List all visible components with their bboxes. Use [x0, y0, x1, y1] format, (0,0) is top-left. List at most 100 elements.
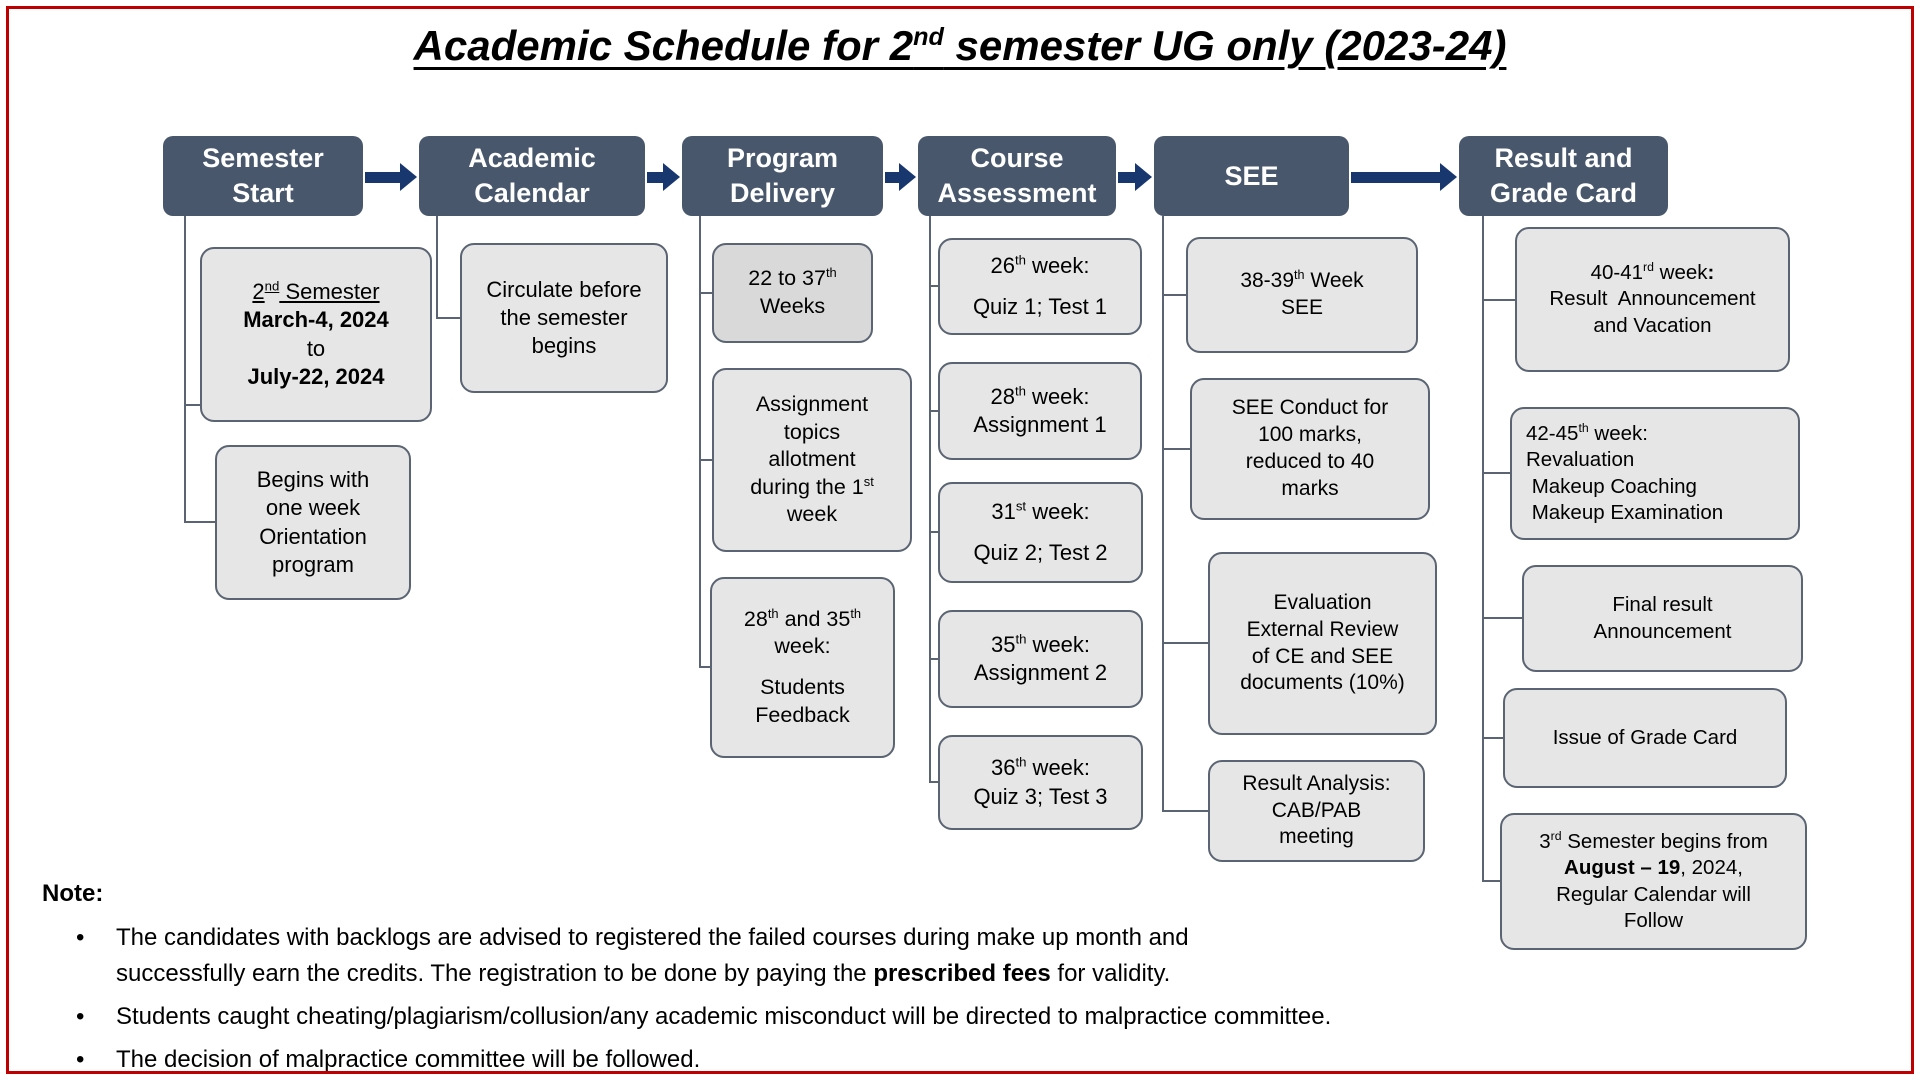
text-segment: nd	[913, 23, 944, 51]
text-line: one week	[266, 494, 360, 522]
connector-stub	[436, 317, 461, 319]
connector-stub	[699, 666, 711, 668]
connector-stub	[1162, 448, 1191, 450]
text-line: Evaluation	[1273, 590, 1371, 617]
text-line: CAB/PAB	[1272, 798, 1361, 825]
flow-arrow	[1118, 163, 1152, 191]
connector-vertical	[436, 216, 438, 319]
text-segment: Semester begins from	[1561, 830, 1768, 854]
text-segment: prescribed fees	[873, 960, 1051, 987]
connector-vertical	[699, 216, 701, 668]
flow-header-label: Course	[970, 143, 1064, 174]
text-line: Issue of Grade Card	[1553, 725, 1738, 751]
text-line: 38-39th Week	[1240, 268, 1363, 295]
text-line: External Review	[1247, 617, 1399, 644]
text-segment: begins	[531, 333, 597, 359]
text-segment: 31	[991, 498, 1016, 524]
text-segment: week	[1653, 261, 1708, 285]
bullet-marker: •	[76, 1046, 85, 1073]
text-line: Quiz 1; Test 1	[973, 293, 1107, 321]
text-line: Announcement	[1594, 619, 1732, 645]
text-segment: Quiz 3; Test 3	[973, 783, 1108, 809]
text-segment: th	[1578, 421, 1589, 436]
connector-stub	[184, 404, 201, 406]
text-segment: :	[1707, 261, 1715, 285]
text-segment: of CE and SEE	[1251, 644, 1394, 668]
connector-stub	[1482, 737, 1504, 739]
arrow-head-icon	[663, 163, 680, 191]
arrow-bar	[1351, 171, 1440, 183]
connector-stub	[1482, 617, 1523, 619]
text-segment: Revaluation	[1526, 448, 1635, 472]
connector-vertical	[184, 216, 186, 523]
text-segment: Week	[1304, 269, 1364, 293]
flow-header-label: Start	[232, 178, 294, 208]
text-line: during the 1st	[750, 474, 874, 502]
text-line: Begins with	[257, 466, 370, 494]
text-segment: March-4, 2024	[243, 307, 389, 333]
text-segment: 3	[1539, 830, 1551, 854]
text-segment: topics	[783, 419, 841, 444]
text-segment: Academic Schedule for 2	[413, 22, 914, 69]
note-label: Note:	[42, 880, 104, 907]
text-segment: Weeks	[759, 294, 826, 318]
flow-header-label: Program	[726, 143, 839, 174]
connector-stub	[1482, 880, 1501, 882]
text-segment: th	[1014, 252, 1026, 268]
text-segment: 40-41	[1590, 261, 1644, 285]
text-segment: one week	[265, 495, 361, 521]
text-segment: External Review	[1246, 617, 1399, 641]
text-line: program	[272, 551, 354, 579]
text-line: 26th week:	[990, 252, 1089, 280]
text-segment: allotment	[768, 447, 856, 472]
text-segment: meeting	[1279, 825, 1354, 849]
text-segment: program	[272, 551, 354, 577]
bullet-marker: •	[76, 1003, 85, 1030]
text-segment: Makeup Coaching	[1526, 474, 1697, 498]
text-segment: nd	[264, 278, 280, 294]
text-segment: Quiz 2; Test 2	[973, 540, 1108, 565]
arrow-bar	[885, 171, 899, 183]
flow-header-see: SEE	[1154, 136, 1349, 216]
page-title: Academic Schedule for 2nd semester UG on…	[0, 22, 1920, 70]
text-segment: SEE Conduct for	[1231, 396, 1389, 420]
text-segment: The candidates with backlogs are advised…	[116, 924, 1189, 951]
text-segment: , 2024,	[1680, 856, 1743, 880]
flow-header-label: Academic	[468, 143, 596, 174]
text-segment: for validity.	[1050, 960, 1171, 987]
text-line: Result Analysis:	[1242, 771, 1390, 798]
note-bullet-list: • The candidates with backlogs are advise…	[42, 920, 1860, 1078]
flow-arrow	[647, 163, 680, 191]
flow-header-label: Result and	[1494, 143, 1633, 174]
text-segment: th	[767, 605, 779, 621]
connector-stub	[1162, 810, 1209, 812]
text-segment: th	[1294, 268, 1305, 283]
connector-stub	[699, 292, 713, 294]
text-segment: Quiz 1; Test 1	[972, 294, 1108, 319]
text-line: Follow	[1624, 908, 1683, 934]
text-segment: week:	[774, 634, 831, 659]
text-segment: July-22, 2024	[247, 363, 385, 389]
text-segment: Evaluation	[1273, 590, 1372, 614]
arrow-head-icon	[1135, 163, 1152, 191]
page-title-text: Academic Schedule for 2nd semester UG on…	[414, 22, 1507, 69]
text-line: 42-45th week:	[1526, 421, 1648, 447]
text-segment: Final result	[1612, 593, 1713, 617]
text-segment: 100 marks,	[1258, 423, 1362, 447]
text-line: 28th week:	[990, 383, 1089, 411]
connector-vertical	[1162, 216, 1164, 812]
text-line: Orientation	[259, 523, 367, 551]
text-line: Circulate before	[486, 276, 641, 304]
text-segment: th	[1014, 383, 1026, 399]
text-line: successfully earn the credits. The regis…	[116, 956, 1860, 992]
connector-stub	[929, 531, 939, 533]
